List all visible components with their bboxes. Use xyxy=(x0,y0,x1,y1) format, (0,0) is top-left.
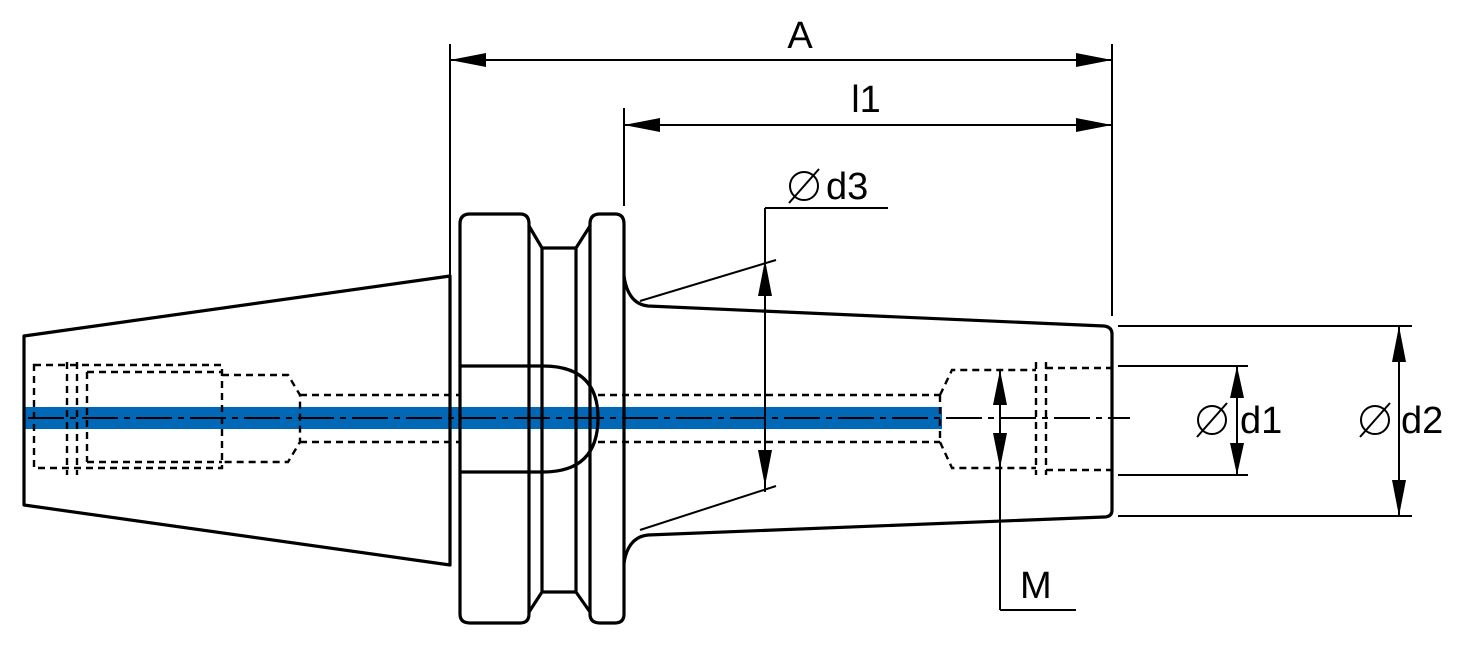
dimension-l1: l1 xyxy=(624,79,1112,132)
dimension-m: M xyxy=(993,370,1076,611)
v-groove xyxy=(527,224,592,614)
label-a: A xyxy=(787,15,813,57)
dimension-d1: d1 xyxy=(1196,366,1282,475)
dimension-d2: d2 xyxy=(1359,326,1443,516)
label-d3: d3 xyxy=(826,166,868,208)
collar-disk xyxy=(588,212,626,625)
taper-shank xyxy=(22,274,452,567)
diameter-icon-d3 xyxy=(789,171,819,201)
dimension-d3: d3 xyxy=(758,166,888,492)
label-d1: d1 xyxy=(1240,400,1282,442)
extension-lines xyxy=(449,44,1412,531)
hidden-bore-right xyxy=(938,362,1112,475)
diameter-icon-d1 xyxy=(1197,405,1227,435)
body-nose xyxy=(622,274,1114,565)
label-l1: l1 xyxy=(851,79,881,121)
diameter-icon-d2 xyxy=(1360,405,1390,435)
flange-disk xyxy=(458,212,531,625)
label-d2: d2 xyxy=(1401,400,1443,442)
label-m: M xyxy=(1020,565,1052,607)
dimension-a: A xyxy=(450,15,1112,67)
